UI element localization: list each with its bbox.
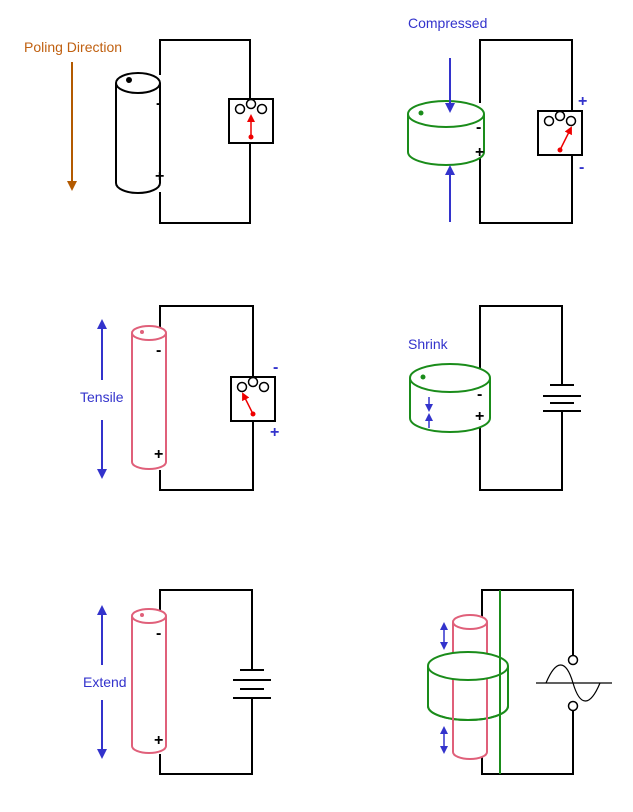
extend-label: Extend [83, 674, 127, 690]
panel-tensile: Tensile - + - + [80, 305, 279, 491]
panel-poling: Poling Direction - + [24, 39, 274, 224]
battery [233, 669, 271, 699]
compressed-label: Compressed [408, 15, 487, 31]
minus-sign: - [477, 386, 482, 403]
minus-sign: - [156, 342, 161, 359]
meter [228, 98, 274, 144]
meter-minus-sign: - [273, 359, 278, 376]
tensile-label: Tensile [80, 389, 124, 405]
panel-extend: Extend - + [83, 589, 271, 775]
circuit-wire [479, 39, 573, 224]
shrink-label: Shrink [408, 336, 449, 352]
meter-minus-sign: - [579, 159, 584, 176]
plus-sign: + [155, 168, 164, 185]
disc-green [407, 100, 485, 166]
cylinder-pink [131, 325, 167, 470]
sine-wave-icon [536, 664, 612, 702]
circuit-wire [159, 305, 254, 491]
terminal-bottom [567, 700, 579, 712]
terminal-top [567, 654, 579, 666]
meter [537, 110, 583, 156]
minus-sign: - [476, 119, 481, 136]
panel-shrink: Shrink - + [408, 305, 581, 491]
disc-green [427, 651, 509, 721]
circuit-wire [159, 39, 251, 224]
meter-plus-sign: + [578, 93, 587, 110]
panel-ac-drive [427, 589, 612, 775]
circuit-wire [159, 589, 253, 775]
plus-sign: + [154, 732, 163, 749]
plus-sign: + [475, 408, 484, 425]
battery [543, 384, 581, 412]
disc-green [409, 363, 491, 433]
panel-compressed: Compressed - + + - [407, 15, 587, 224]
poling-direction-label: Poling Direction [24, 39, 122, 55]
meter-plus-sign: + [270, 424, 279, 441]
cylinder-black [115, 72, 161, 194]
minus-sign: - [156, 625, 161, 642]
circuit-wire [479, 305, 563, 491]
circuit-wire [481, 589, 574, 775]
cylinder-pink [131, 608, 167, 754]
meter [230, 376, 276, 422]
minus-sign: - [156, 95, 161, 112]
plus-sign: + [475, 144, 484, 161]
plus-sign: + [154, 446, 163, 463]
